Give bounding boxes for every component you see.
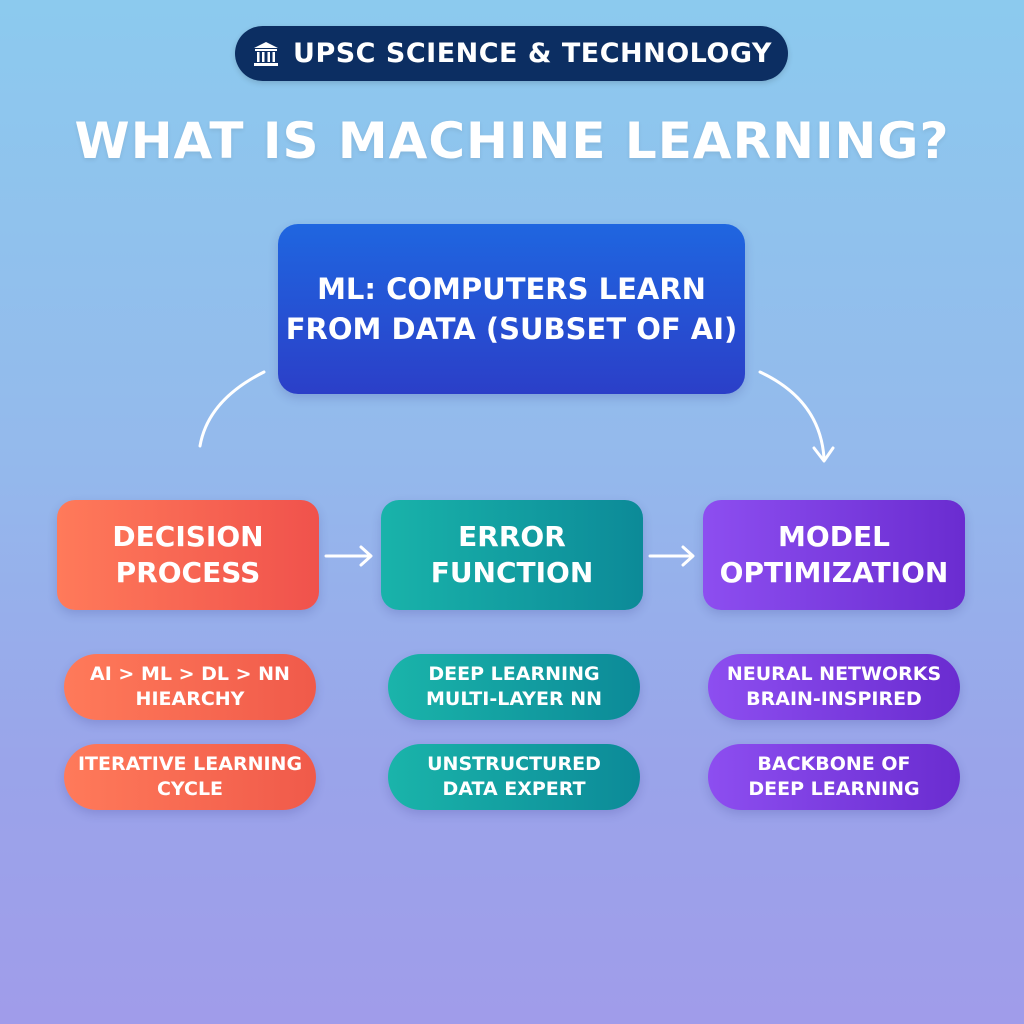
main-node-ml-definition: ML: COMPUTERS LEARN FROM DATA (SUBSET OF… [278,224,745,394]
category-model-optimization: MODEL OPTIMIZATION [703,500,965,610]
building-columns-icon [254,41,279,66]
curved-connector-left [198,370,266,448]
category-decision-process: DECISION PROCESS [57,500,319,610]
detail-neural-networks: NEURAL NETWORKS BRAIN-INSPIRED [708,654,960,720]
detail-deep-learning: DEEP LEARNING MULTI-LAYER NN [388,654,640,720]
detail-hierarchy: AI > ML > DL > NN HIEARCHY [64,654,316,720]
header-badge: UPSC SCIENCE & TECHNOLOGY [235,26,788,81]
page-title: WHAT IS MACHINE LEARNING? [74,112,950,170]
curved-arrow-right-head [812,446,835,463]
detail-backbone: BACKBONE OF DEEP LEARNING [708,744,960,810]
badge-text: UPSC SCIENCE & TECHNOLOGY [293,38,772,69]
category-error-function: ERROR FUNCTION [381,500,643,610]
curved-arrow-right [758,370,826,460]
detail-iterative-learning: ITERATIVE LEARNING CYCLE [64,744,316,810]
arrow-error-to-model-head [681,545,695,567]
arrow-decision-to-error-head [359,545,373,567]
detail-unstructured-data: UNSTRUCTURED DATA EXPERT [388,744,640,810]
